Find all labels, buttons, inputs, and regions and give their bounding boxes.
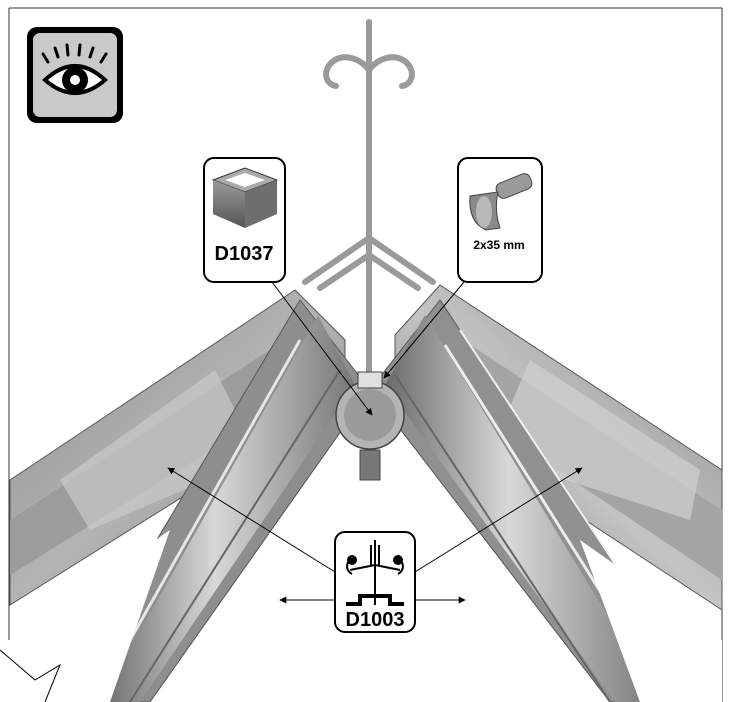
open-box-icon <box>211 167 279 228</box>
eye-icon <box>27 27 123 123</box>
bolt-icon <box>469 173 533 231</box>
callout-d1037: D1037 <box>203 157 286 283</box>
part-d1003-label: D1003 <box>346 609 405 631</box>
center-pole <box>302 19 436 378</box>
bracket-part-icon <box>346 540 404 606</box>
frame-opening-right <box>580 540 722 702</box>
part-d1037-label: D1037 <box>215 243 274 265</box>
callout-d1003: D1003 <box>334 531 416 633</box>
callout-bolt: 2x35 mm <box>457 157 543 283</box>
frame-opening-left <box>10 530 170 702</box>
bolt-size-label: 2x35 mm <box>473 238 524 252</box>
leader-lines <box>167 281 583 604</box>
page-corner-fold <box>0 649 62 702</box>
